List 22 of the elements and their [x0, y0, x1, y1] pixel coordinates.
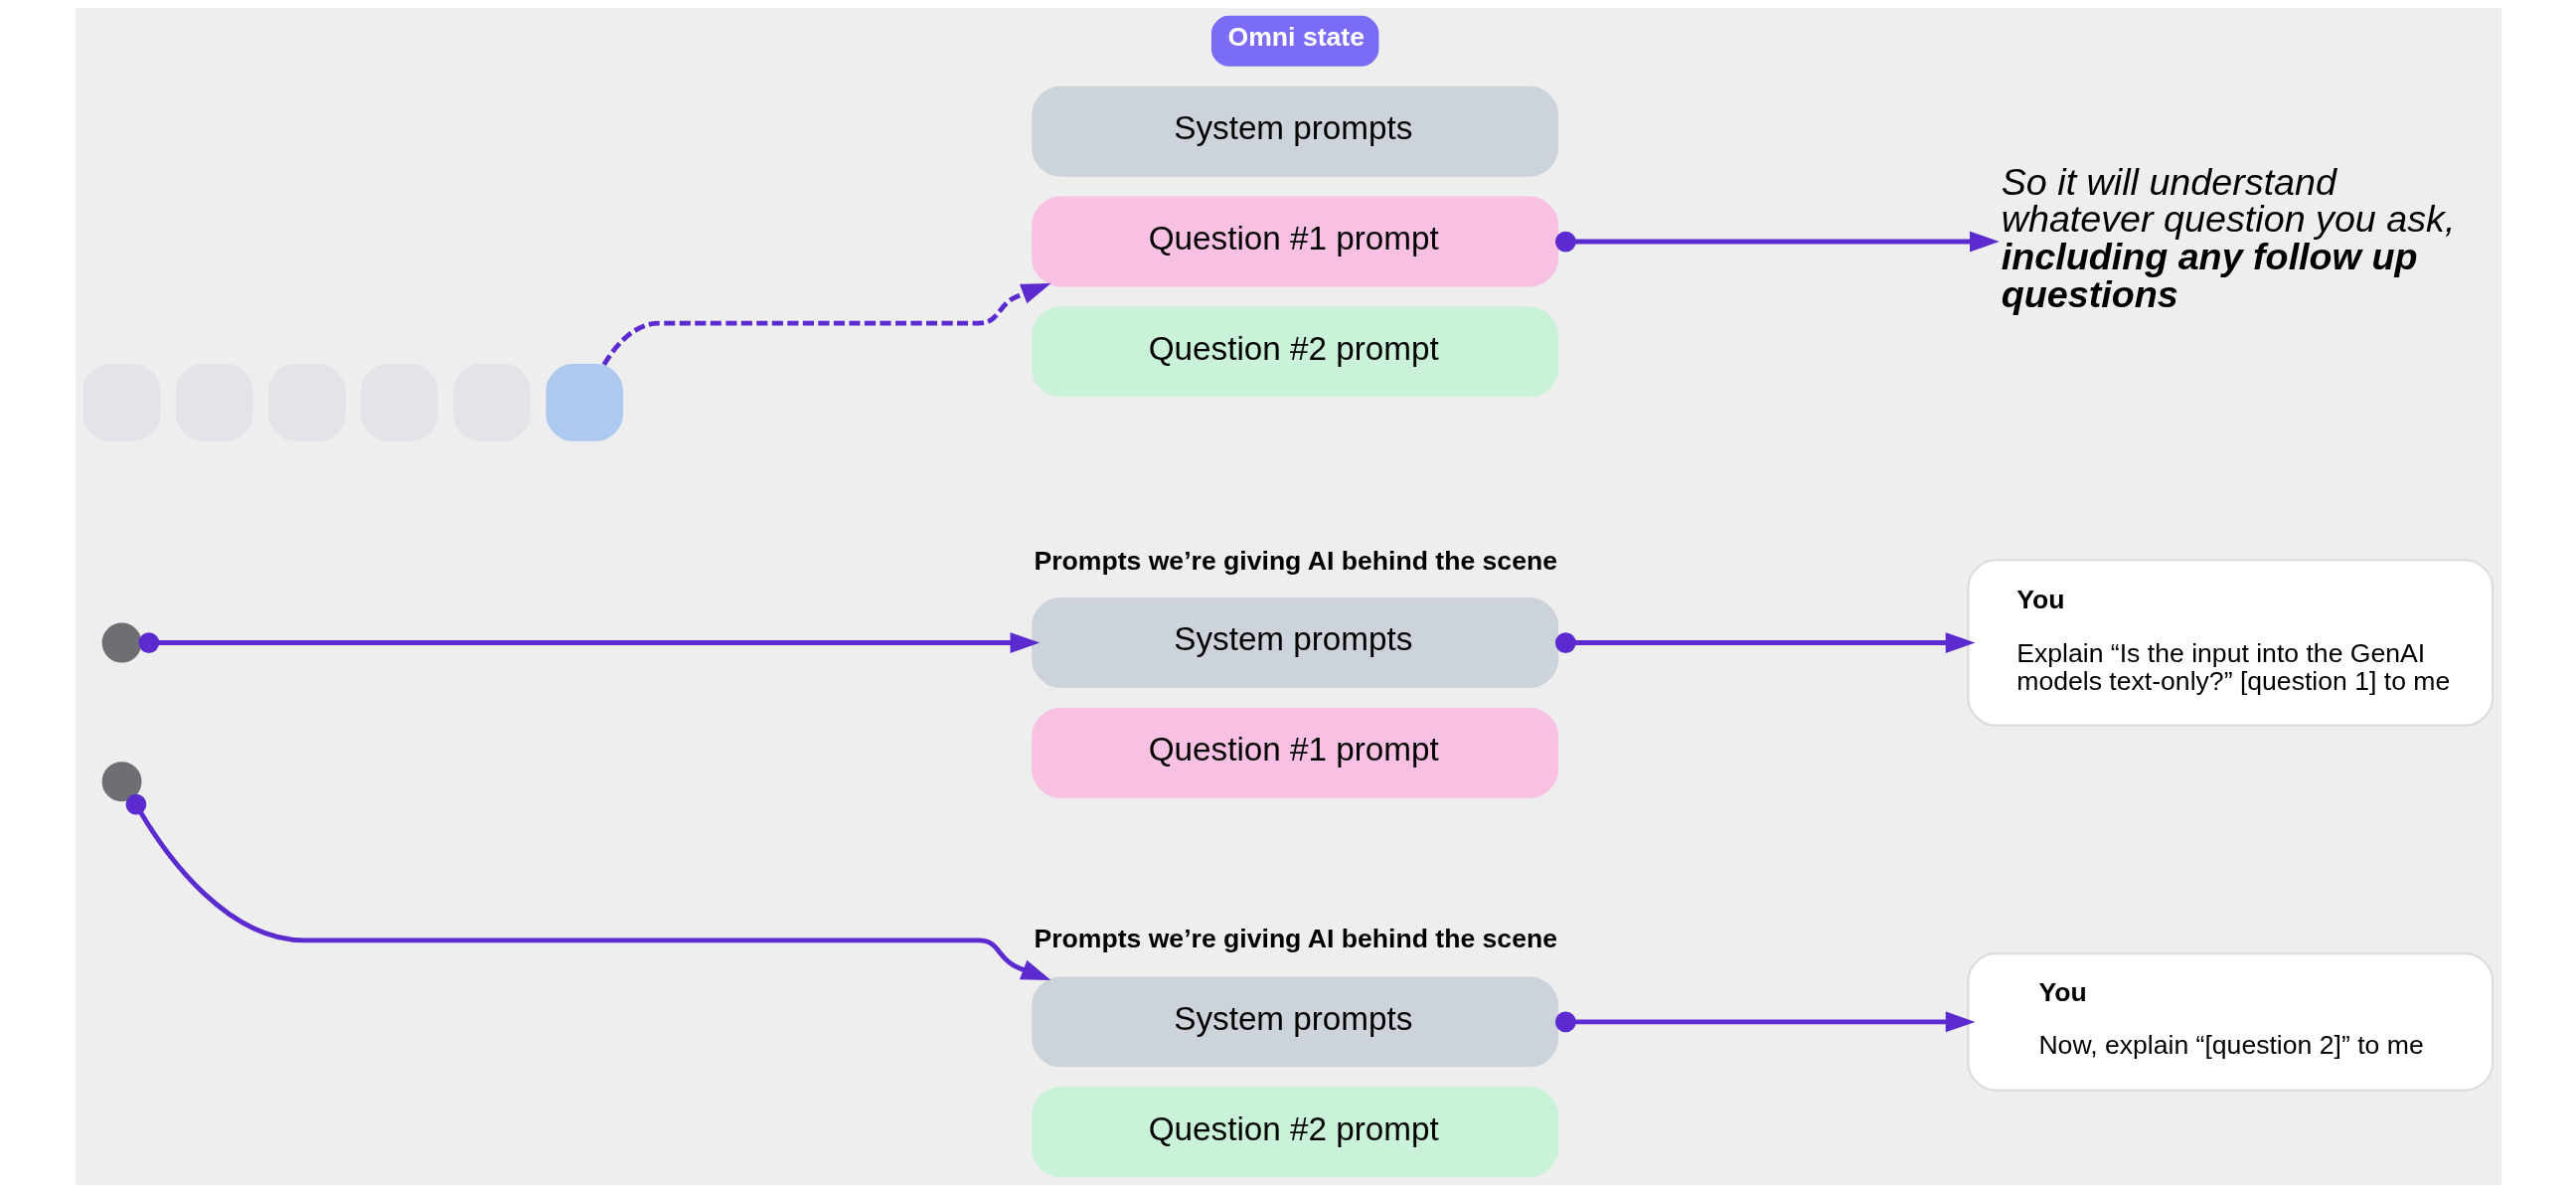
arrow [601, 283, 1050, 367]
arrow [1554, 1011, 1975, 1033]
arrow [125, 793, 1050, 980]
arrow [137, 632, 1040, 653]
label: Prompts we’re giving AI behind the scene [1033, 545, 1557, 576]
node-box [545, 364, 623, 441]
node-box: Omni state [1210, 15, 1378, 67]
node-circle [101, 762, 141, 802]
node-text: So it will understand whatever question you ask, including any follow up questions [2001, 160, 2455, 315]
node-box: Question #1 prompt [1031, 707, 1558, 798]
node-box: System prompts [1031, 976, 1558, 1068]
label: Prompts we’re giving AI behind the scene [1033, 923, 1557, 953]
node-box: Question #1 prompt [1031, 196, 1558, 287]
node-box: You Now, explain “[question 2]” to me [1966, 952, 2494, 1092]
node-box: System prompts [1031, 85, 1558, 177]
node-box: System prompts [1031, 597, 1558, 688]
arrow [1554, 231, 2000, 253]
node-box: Question #2 prompt [1031, 1087, 1558, 1178]
arrow [1554, 632, 1975, 653]
node-box: You Explain “Is the input into the GenAI models text-only?” [question 1] to me [1966, 559, 2494, 727]
node-circle [101, 622, 141, 663]
node-box: Question #2 prompt [1031, 306, 1558, 398]
